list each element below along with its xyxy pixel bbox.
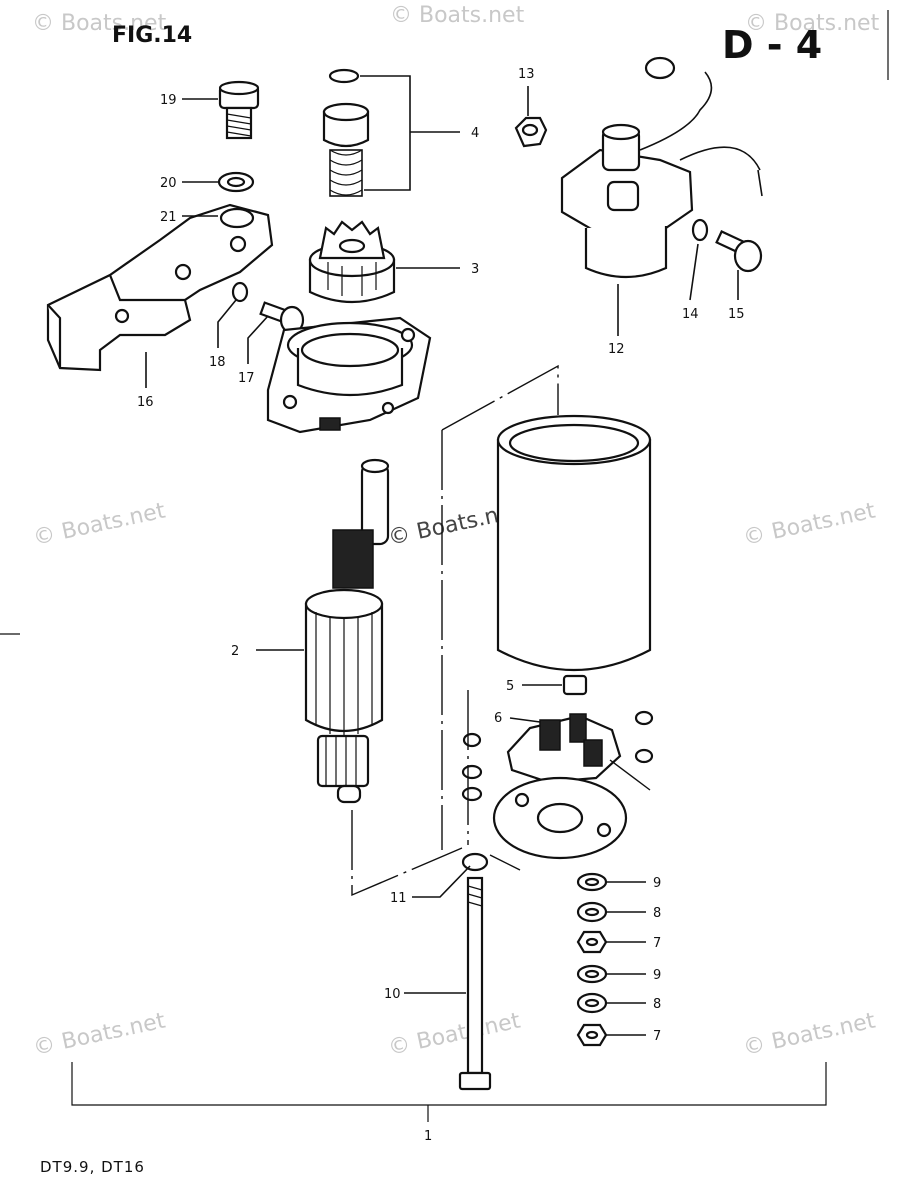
screw-washer-stack-left [461, 732, 483, 802]
callout-8b: 8 [653, 997, 661, 1012]
end-cover [492, 776, 628, 860]
callout-9a: 9 [653, 876, 661, 891]
watermark-bottom-center: © Boats.net [386, 1008, 523, 1060]
screw-washer-stack-right [634, 710, 654, 764]
part-15-bolt [715, 230, 763, 273]
part-9-washer-a [576, 872, 608, 892]
callout-19: 19 [160, 93, 177, 108]
drive-housing [266, 316, 432, 434]
figure-number: FIG.14 [112, 23, 192, 48]
callout-20: 20 [160, 176, 177, 191]
assembly-lines [0, 364, 827, 1122]
part-16-bracket [46, 203, 274, 372]
part-19-bolt [218, 80, 260, 140]
part-2-armature [304, 458, 390, 804]
part-18-washer [231, 281, 249, 303]
model-list: DT9.9, DT16 [40, 1158, 145, 1176]
watermark-top-center: © Boats.net [390, 3, 525, 28]
callout-5: 5 [506, 679, 514, 694]
part-12-solenoid [560, 56, 763, 279]
callout-2: 2 [231, 644, 239, 659]
part-8-lockwasher-a [576, 901, 608, 923]
watermark-mid-left: © Boats.net [31, 498, 168, 550]
part-9-washer-b [576, 964, 608, 984]
part-14-washer [691, 218, 709, 242]
callout-6: 6 [494, 711, 502, 726]
callout-labels: 1 2 3 4 5 6 7 7 8 8 9 9 10 11 12 13 14 1… [137, 67, 745, 1144]
callout-9b: 9 [653, 968, 661, 983]
watermark-bottom-right: © Boats.net [741, 1008, 878, 1060]
part-8-lockwasher-b [576, 992, 608, 1014]
callout-3: 3 [471, 262, 479, 277]
callout-15: 15 [728, 307, 745, 322]
part-17-screw [259, 301, 305, 335]
part-13-nut [514, 116, 548, 148]
part-10-through-bolt [458, 876, 492, 1091]
callout-4: 4 [471, 126, 479, 141]
part-6-brush-holder [506, 713, 622, 784]
part-7-nut-b [576, 1023, 608, 1047]
watermark-top-left: © Boats.net [32, 11, 167, 36]
part-4-spring-set [322, 68, 370, 197]
callout-16: 16 [137, 395, 154, 410]
part-21-ring [219, 207, 255, 229]
callout-7b: 7 [653, 1029, 661, 1044]
callout-17: 17 [238, 371, 255, 386]
callout-7a: 7 [653, 936, 661, 951]
yoke-housing [496, 414, 652, 671]
callout-12: 12 [608, 342, 625, 357]
part-7-nut-a [576, 930, 608, 954]
callout-1: 1 [424, 1129, 432, 1144]
callout-21: 21 [160, 210, 177, 225]
part-3-pinion [308, 220, 396, 304]
callout-13: 13 [518, 67, 535, 82]
watermark-mid-right: © Boats.net [741, 498, 878, 550]
watermark-bottom-left: © Boats.net [31, 1008, 168, 1060]
watermark-top-right: © Boats.net [745, 11, 880, 36]
callout-10: 10 [384, 987, 401, 1002]
leader-lines [145, 75, 739, 1036]
callout-18: 18 [209, 355, 226, 370]
part-5-brush [562, 674, 588, 696]
callout-14: 14 [682, 307, 699, 322]
callout-11: 11 [390, 891, 407, 906]
part-20-washer [217, 171, 255, 193]
part-11-washer [461, 852, 489, 872]
watermark-layer: © Boats.net © Boats.net © Boats.net © Bo… [31, 3, 880, 1061]
callout-8a: 8 [653, 906, 661, 921]
section-code: D - 4 [722, 23, 822, 67]
